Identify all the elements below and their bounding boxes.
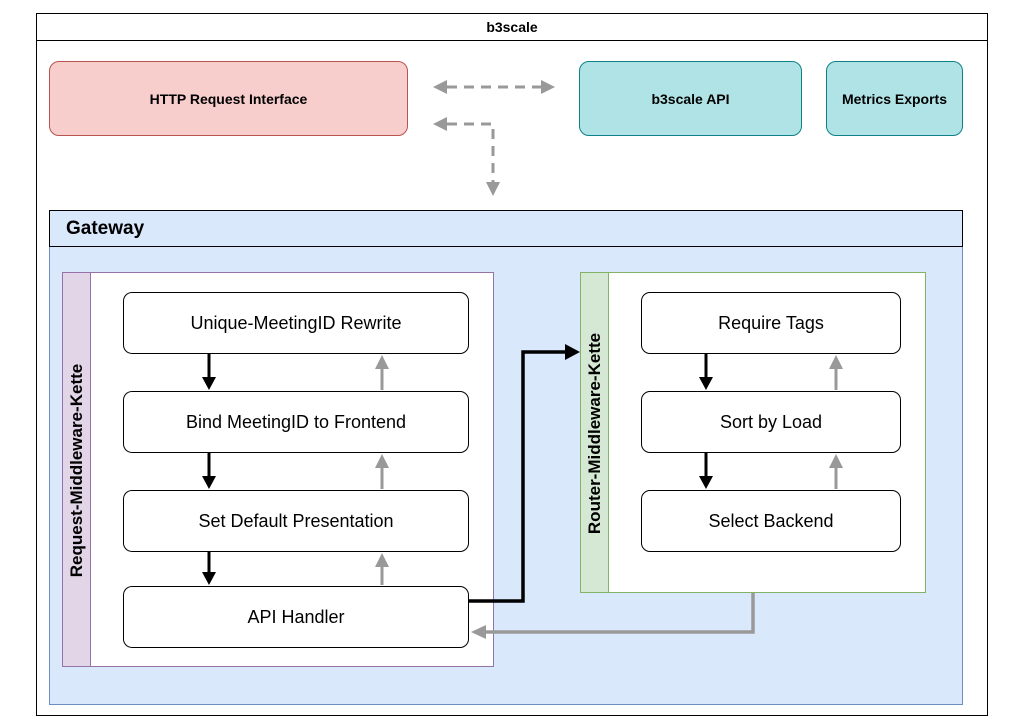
request-middleware-lane-header: Request-Middleware-Kette — [62, 272, 91, 667]
diagram-title: b3scale — [486, 19, 538, 35]
request-chain-up-arrows — [375, 355, 389, 585]
request-chain-down-arrows — [202, 354, 216, 585]
http-api-dashed-connector — [433, 80, 555, 94]
require-tags-node[interactable]: Require Tags — [641, 292, 901, 354]
sort-by-load-node[interactable]: Sort by Load — [641, 391, 901, 453]
router-chain-down-arrows — [699, 354, 713, 489]
router-chain-up-arrows — [829, 355, 843, 489]
gateway-title: Gateway — [66, 218, 145, 239]
http-gateway-dashed-connector — [433, 117, 500, 196]
api-handler-node[interactable]: API Handler — [123, 586, 469, 648]
b3scale-api-box[interactable]: b3scale API — [579, 61, 802, 136]
select-backend-node[interactable]: Select Backend — [641, 490, 901, 552]
metrics-exports-box[interactable]: Metrics Exports — [826, 61, 963, 136]
bind-meetingid-to-frontend-node[interactable]: Bind MeetingID to Frontend — [123, 391, 469, 453]
gateway-title-bar: Gateway — [49, 210, 963, 247]
b3scale-title-bar: b3scale — [36, 13, 988, 41]
unique-meetingid-rewrite-node[interactable]: Unique-MeetingID Rewrite — [123, 292, 469, 354]
http-request-interface-box[interactable]: HTTP Request Interface — [49, 61, 408, 136]
router-to-api-handler-return-connector — [471, 593, 755, 639]
api-handler-to-router-connector — [469, 344, 580, 603]
set-default-presentation-node[interactable]: Set Default Presentation — [123, 490, 469, 552]
router-middleware-lane-header: Router-Middleware-Kette — [580, 272, 609, 593]
